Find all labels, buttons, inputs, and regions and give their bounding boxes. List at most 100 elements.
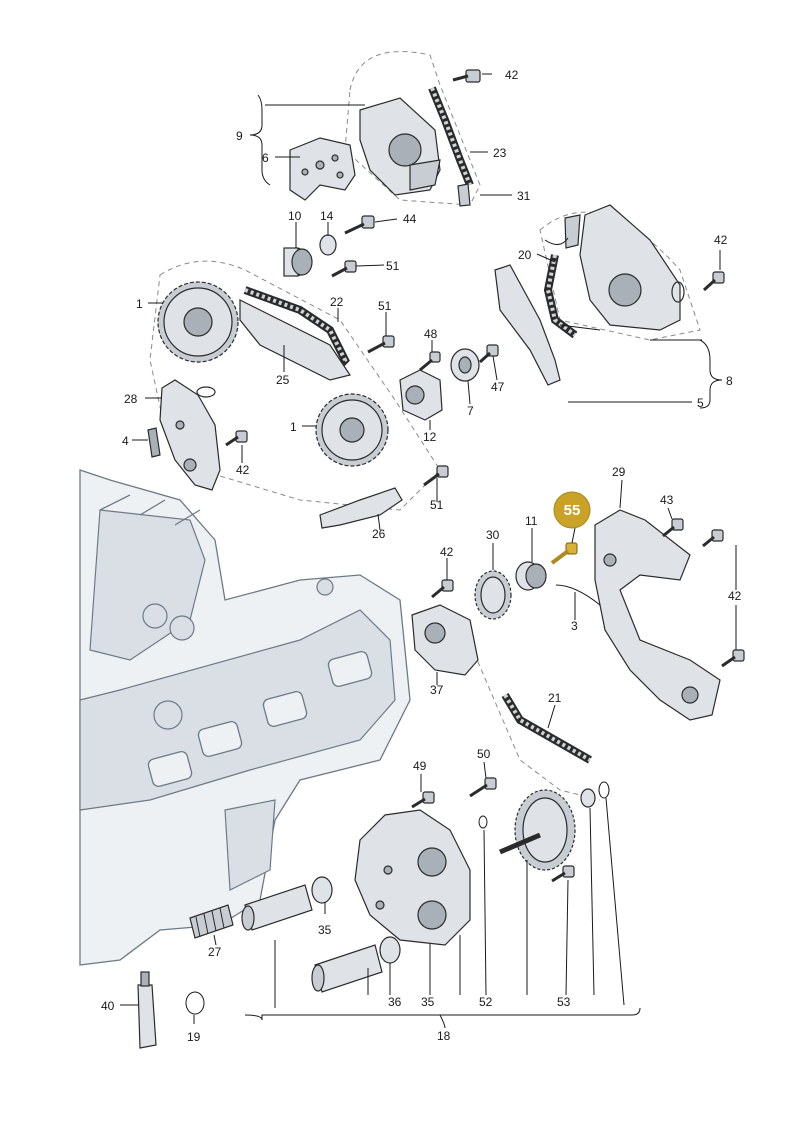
engine-block — [79, 469, 411, 966]
label-44: 44 — [403, 212, 417, 226]
bolt-53 — [551, 865, 575, 883]
chain-guide-28 — [159, 379, 221, 491]
label-9: 9 — [236, 129, 243, 143]
label-23: 23 — [493, 146, 507, 160]
bolt-42-right-upper — [702, 271, 725, 292]
label-31: 31 — [517, 189, 531, 203]
o-ring-52 — [478, 815, 488, 829]
bolt-42-right-mid — [702, 529, 724, 548]
drive-gear-53 — [499, 789, 576, 871]
bolt-51-b — [367, 335, 395, 354]
tensioner-rail-25 — [239, 299, 351, 381]
label-29: 29 — [612, 465, 626, 479]
label-50: 50 — [477, 747, 491, 761]
bolt-48 — [419, 351, 441, 372]
cover-plate-29 — [594, 509, 721, 721]
label-10: 10 — [288, 209, 302, 223]
sprocket-7 — [450, 348, 480, 382]
label-12: 12 — [423, 430, 437, 444]
sprocket-30 — [474, 570, 512, 620]
bolt-49 — [411, 791, 435, 809]
timing-cover-8 — [579, 204, 685, 331]
shaft-35-upper — [241, 884, 313, 931]
seal-ring-3 — [555, 584, 601, 606]
chain-tensioner-12 — [399, 369, 443, 421]
oil-pump-housing-18 — [354, 809, 471, 946]
sealant-tube-40 — [137, 971, 157, 1049]
callout-labels: 42 9 6 23 31 10 14 44 51 1 22 51 25 48 4… — [101, 68, 742, 1044]
label-47: 47 — [491, 380, 505, 394]
label-19: 19 — [187, 1030, 201, 1044]
label-52: 52 — [479, 995, 493, 1009]
label-42: 42 — [505, 68, 519, 82]
sprocket-hub-10 — [283, 247, 313, 277]
circlip — [598, 781, 610, 799]
timing-cover-plate-top — [359, 97, 441, 196]
label-42: 42 — [728, 589, 742, 603]
label-53: 53 — [557, 995, 571, 1009]
guide-clip — [564, 214, 581, 249]
label-51: 51 — [430, 498, 444, 512]
sprocket-hub-11 — [515, 561, 547, 591]
bolt-42-left — [225, 430, 248, 447]
label-4: 4 — [122, 434, 129, 448]
bolt-47 — [478, 344, 499, 364]
bolt-42-right-low — [721, 649, 745, 668]
spring-27 — [189, 904, 234, 939]
label-11: 11 — [525, 514, 538, 528]
bolt-55 — [550, 542, 578, 565]
label-14: 14 — [320, 209, 334, 223]
bolt-43 — [662, 518, 684, 538]
bolt-51-a — [331, 260, 357, 278]
label-30: 30 — [486, 528, 500, 542]
leader-lines — [120, 73, 737, 1029]
seal-4 — [147, 427, 161, 458]
cam-adjuster-37 — [411, 604, 479, 676]
badge-label-55: 55 — [564, 502, 581, 519]
bolt-44 — [344, 215, 375, 235]
label-51: 51 — [378, 299, 392, 313]
label-1: 1 — [290, 420, 297, 434]
shaft-35-lower — [311, 944, 383, 993]
chain-guide-26 — [319, 487, 403, 529]
bolt-42-mid — [431, 579, 454, 599]
label-5: 5 — [697, 396, 704, 410]
bolt-51-c — [423, 465, 449, 487]
ring-36 — [379, 936, 401, 964]
label-42: 42 — [714, 233, 728, 247]
ring-35 — [311, 876, 333, 904]
label-22: 22 — [330, 295, 344, 309]
label-51: 51 — [386, 259, 400, 273]
label-35: 35 — [318, 923, 332, 937]
label-21: 21 — [548, 691, 562, 705]
label-49: 49 — [413, 759, 427, 773]
label-28: 28 — [124, 392, 138, 406]
label-6: 6 — [262, 151, 269, 165]
sprocket-1-upper — [157, 281, 239, 363]
label-26: 26 — [372, 527, 386, 541]
label-1: 1 — [136, 297, 143, 311]
sprocket-1-lower — [315, 393, 389, 467]
chain-guide-31 — [457, 183, 471, 207]
label-48: 48 — [424, 327, 438, 341]
bolt-50 — [469, 777, 497, 798]
label-36: 36 — [388, 995, 402, 1009]
label-27: 27 — [208, 945, 222, 959]
label-7: 7 — [467, 404, 474, 418]
label-37: 37 — [430, 683, 444, 697]
label-25: 25 — [276, 373, 290, 387]
label-8: 8 — [726, 374, 733, 388]
o-ring-19 — [185, 991, 205, 1015]
highlight-badge-55[interactable]: 55 — [553, 491, 591, 529]
label-43: 43 — [660, 493, 674, 507]
chain-rail-5 — [494, 264, 561, 386]
label-42: 42 — [440, 545, 454, 559]
label-40: 40 — [101, 999, 115, 1013]
bolt-42-top — [452, 69, 481, 83]
label-20: 20 — [518, 248, 532, 262]
label-3: 3 — [571, 619, 578, 633]
label-42: 42 — [236, 463, 250, 477]
washer-14 — [319, 234, 337, 256]
bracket-plate-6 — [289, 137, 356, 201]
